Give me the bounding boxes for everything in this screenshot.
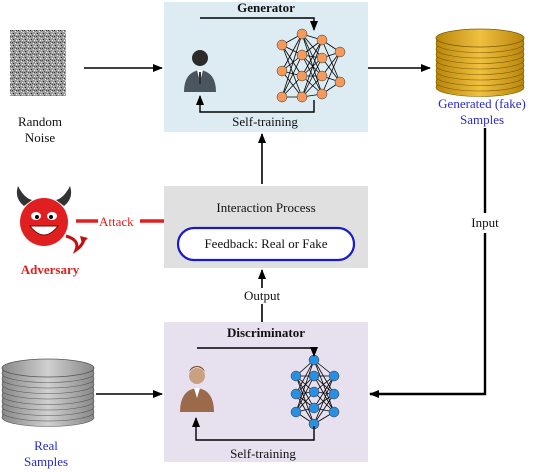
real-samples-stack-icon <box>1 358 95 427</box>
generator-title: Generator <box>237 0 295 15</box>
discriminator-loop-arrows <box>192 347 318 441</box>
interaction-title: Interaction Process <box>216 200 316 215</box>
discriminator-title: Discriminator <box>227 325 305 340</box>
generator-person-icon <box>184 50 216 92</box>
generated-samples-label-line2: Samples <box>459 112 505 127</box>
generator-network-icon <box>276 28 346 103</box>
real-samples-label-line1: Real <box>34 438 58 453</box>
output-label: Output <box>230 288 294 304</box>
samples-to-discriminator-arrow <box>369 128 487 398</box>
adversary-devil-icon <box>16 186 88 254</box>
discriminator-loop-label: Self-training <box>230 446 296 461</box>
input-label-bg <box>468 213 502 233</box>
real-samples-label-line2: Samples <box>23 454 69 469</box>
input-label: Input <box>471 215 499 230</box>
generator-loop-arrows <box>196 17 318 113</box>
adversary-label: Adversary <box>20 262 80 277</box>
generator-loop-label: Self-training <box>232 114 298 129</box>
noise-label-line2: Noise <box>24 130 56 145</box>
noise-label-line1: Random <box>17 114 63 129</box>
discriminator-person-icon <box>180 366 214 412</box>
feedback-label: Feedback: Real or Fake <box>204 236 328 251</box>
generated-samples-stack-icon <box>435 28 525 97</box>
attack-label: Attack <box>99 214 134 229</box>
random-noise-image <box>10 30 66 96</box>
feedback-box <box>176 226 356 262</box>
generated-samples-label-line1: Generated (fake) <box>438 96 526 111</box>
discriminator-network-icon <box>290 354 340 430</box>
